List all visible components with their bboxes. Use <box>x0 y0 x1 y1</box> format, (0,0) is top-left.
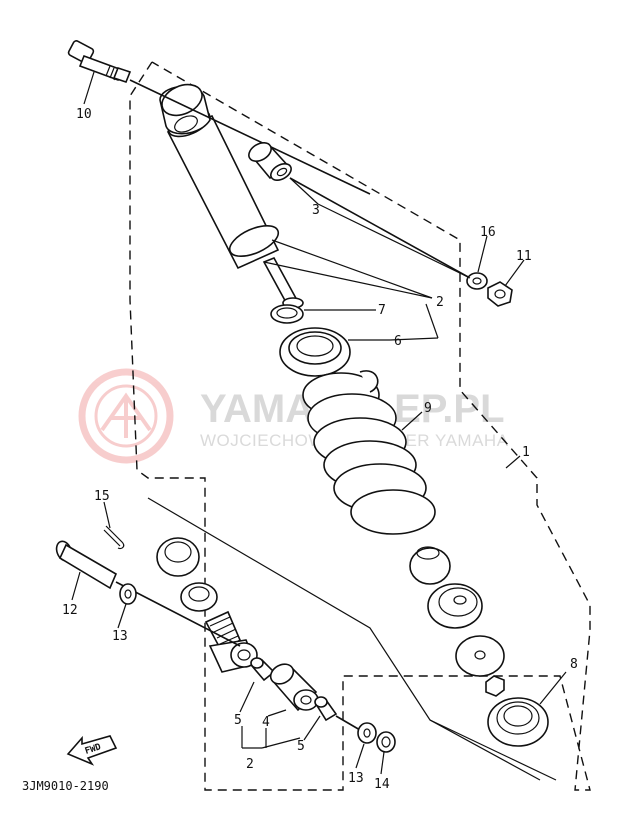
collar-3 <box>248 142 471 279</box>
washer-plate <box>455 635 505 677</box>
assembly-outline <box>129 61 591 791</box>
fwd-label: FWD <box>84 742 103 757</box>
cap-lower-left <box>180 582 218 612</box>
label-12: 12 <box>62 603 78 618</box>
label-11: 11 <box>516 249 532 264</box>
washer-13-right <box>357 722 377 744</box>
bump-stopper <box>409 546 451 585</box>
label-5-left: 5 <box>234 713 242 728</box>
bolt-10 <box>67 40 371 195</box>
assembly-line-lower <box>147 497 541 781</box>
label-1: 1 <box>522 445 530 460</box>
label-13-left: 13 <box>112 629 128 644</box>
drawing-code: 3JM9010-2190 <box>22 779 109 793</box>
label-7: 7 <box>378 303 386 318</box>
label-2-top: 2 <box>436 295 444 310</box>
label-8: 8 <box>570 657 578 672</box>
coil-spring-9 <box>302 370 436 535</box>
label-15: 15 <box>94 489 110 504</box>
spring-seat-6 <box>279 327 351 377</box>
label-14: 14 <box>374 777 390 792</box>
label-5-right: 5 <box>297 739 305 754</box>
cotter-pin-15 <box>103 525 125 550</box>
fwd-arrow-icon: FWD <box>66 735 118 766</box>
shock-absorber-body <box>159 83 304 309</box>
label-4: 4 <box>262 715 270 730</box>
label-13-right: 13 <box>348 771 364 786</box>
spring-seat-lower-left <box>156 537 200 577</box>
damper-8 <box>487 697 549 747</box>
leader-lines <box>71 71 567 775</box>
nut-11 <box>487 281 513 307</box>
collar-5-right <box>314 696 361 731</box>
watermark-logo <box>78 368 174 464</box>
label-9: 9 <box>424 401 432 416</box>
bushing-4 <box>269 663 319 712</box>
label-10: 10 <box>76 107 92 122</box>
label-3: 3 <box>312 203 320 218</box>
lock-nut <box>485 675 505 697</box>
lower-spring-seat <box>427 583 483 629</box>
washer-13-left <box>119 583 137 605</box>
collar-5-left <box>250 657 276 682</box>
label-2-bottom: 2 <box>246 757 254 772</box>
nut-14 <box>376 731 396 753</box>
label-16: 16 <box>480 225 496 240</box>
label-6: 6 <box>394 334 402 349</box>
pin-12 <box>55 540 241 647</box>
washer-16 <box>466 272 488 290</box>
